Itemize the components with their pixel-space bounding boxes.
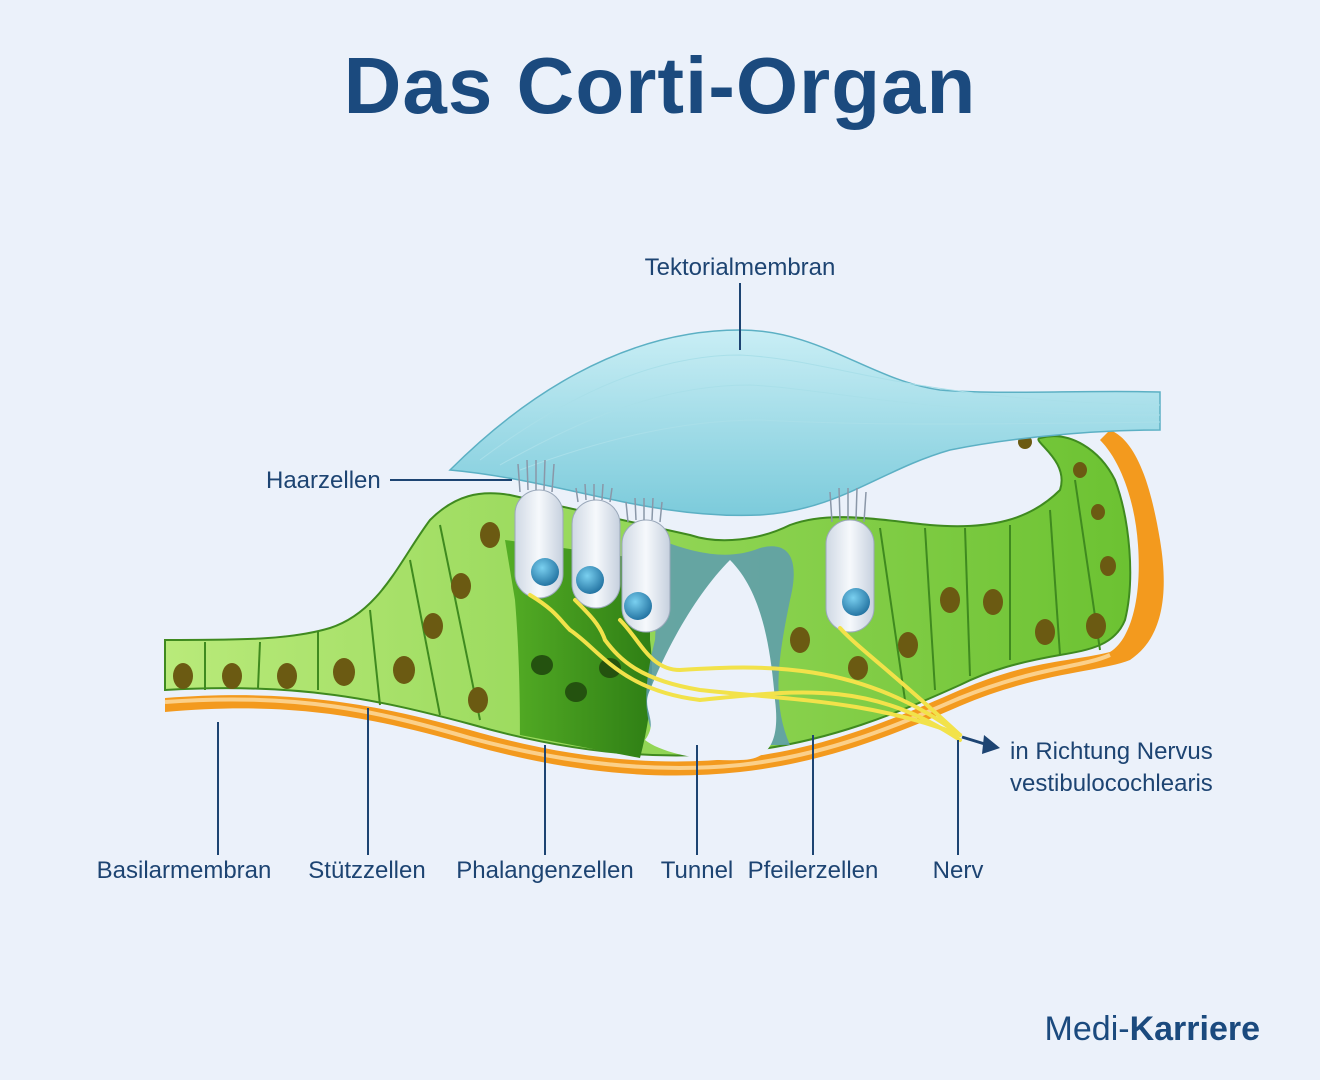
label-tektorialmembran: Tektorialmembran (644, 254, 836, 281)
label-nerv: Nerv (932, 857, 984, 884)
label-stuetzzellen: Stützzellen (308, 857, 426, 884)
label-basilarmembran: Basilarmembran (96, 857, 272, 884)
hair-cells-group (514, 459, 875, 633)
label-phalangenzellen: Phalangenzellen (456, 857, 634, 884)
brand-logo: Medi-Karriere (1045, 1010, 1260, 1049)
tunnel-shape (645, 560, 777, 761)
brand-part2: Karriere (1129, 1010, 1260, 1048)
nerve-fibers (528, 593, 962, 742)
page-title: Das Corti-Organ (343, 41, 977, 130)
label-richtung-line2: vestibulocochlearis (1010, 770, 1213, 797)
arrow-right-icon (961, 735, 1000, 754)
label-richtung-line1: in Richtung Nervus (1010, 738, 1213, 765)
label-richtung: in Richtung Nervus vestibulocochlearis (1010, 736, 1270, 800)
label-pfeilerzellen: Pfeilerzellen (747, 857, 879, 884)
label-tunnel: Tunnel (660, 857, 734, 884)
brand-part1: Medi- (1044, 1010, 1130, 1048)
label-haarzellen: Haarzellen (266, 467, 381, 494)
tectorial-membrane-shape (448, 329, 1161, 517)
